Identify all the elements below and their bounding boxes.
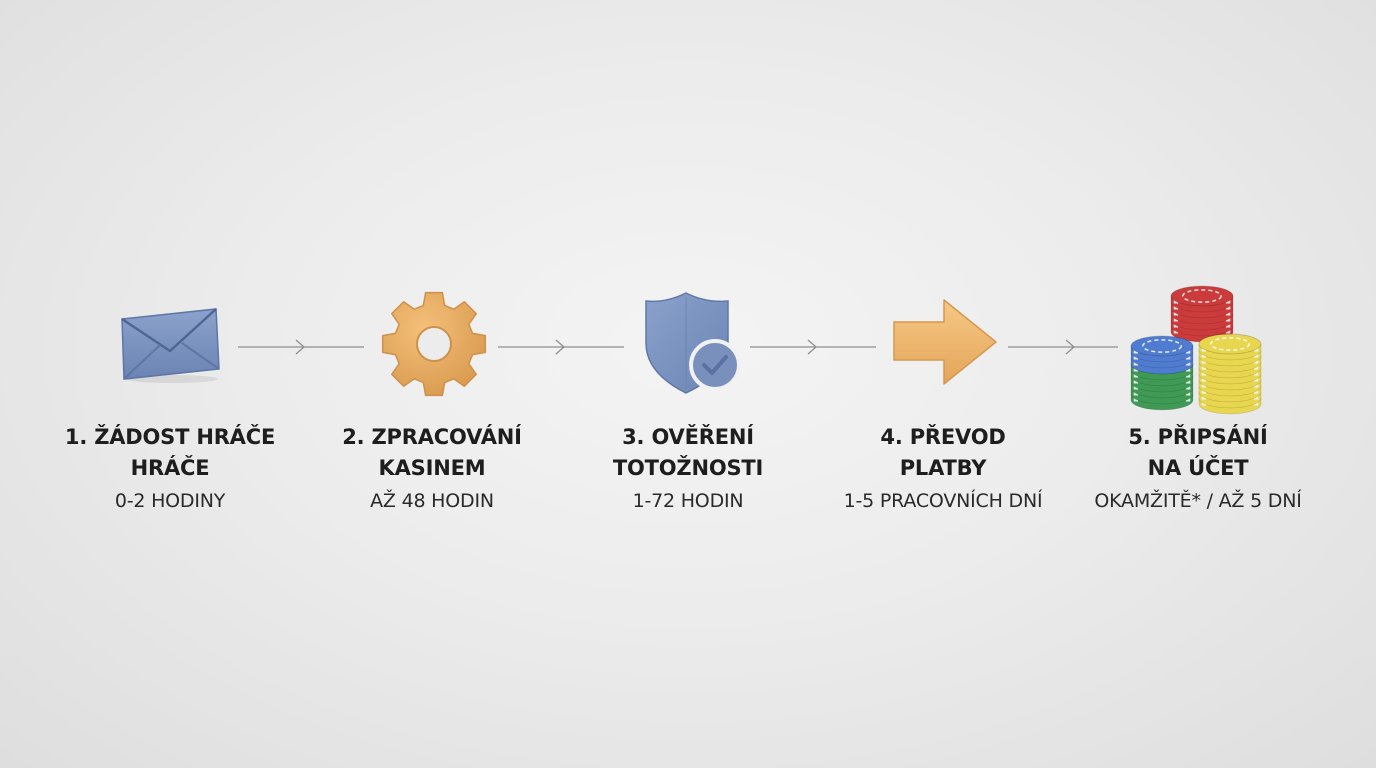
step-title-continued: HRÁČE (130, 456, 210, 480)
step-2: 2. ZPRACOVÁNÍ KASINEM AŽ 48 HODIN (302, 422, 562, 516)
gear-icon (380, 289, 488, 401)
step-duration: 1-72 HODIN (632, 490, 744, 512)
step-title: 4. PŘEVOD (880, 425, 1006, 449)
shield-check-icon (644, 291, 759, 397)
step-1: 1. ŽÁDOST HRÁČE HRÁČE 0-2 HODINY (40, 422, 300, 516)
connector-arrow-2 (498, 338, 624, 356)
casino-chips-icon (1126, 282, 1268, 415)
step-duration: 0-2 HODINY (114, 490, 226, 512)
step-title: 3. OVĚŘENÍ (622, 425, 754, 449)
step-title: 1. ŽÁDOST HRÁČE (64, 425, 276, 449)
connector-arrow-3 (750, 338, 876, 356)
step-3: 3. OVĚŘENÍ TOTOŽNOSTI 1-72 HODIN (558, 422, 818, 516)
step-title-continued: NA ÚČET (1147, 456, 1249, 480)
step-duration: AŽ 48 HODIN (370, 490, 494, 512)
arrow-right-icon (892, 298, 1000, 386)
step-4: 4. PŘEVOD PLATBY 1-5 PRACOVNÍCH DNÍ (813, 422, 1073, 516)
step-title-continued: TOTOŽNOSTI (612, 456, 764, 480)
step-duration: 1-5 PRACOVNÍCH DNÍ (843, 490, 1043, 512)
step-title: 5. PŘIPSÁNÍ (1128, 425, 1268, 449)
step-title-continued: PLATBY (899, 456, 987, 480)
step-title: 2. ZPRACOVÁNÍ (342, 425, 522, 449)
connector-arrow-4 (1008, 338, 1118, 356)
envelope-icon (118, 305, 222, 383)
step-5: 5. PŘIPSÁNÍ NA ÚČET OKAMŽITĚ* / AŽ 5 DNÍ (1068, 422, 1328, 516)
connector-arrow-1 (238, 338, 364, 356)
step-title-continued: KASINEM (378, 456, 486, 480)
step-duration: OKAMŽITĚ* / AŽ 5 DNÍ (1094, 490, 1302, 512)
